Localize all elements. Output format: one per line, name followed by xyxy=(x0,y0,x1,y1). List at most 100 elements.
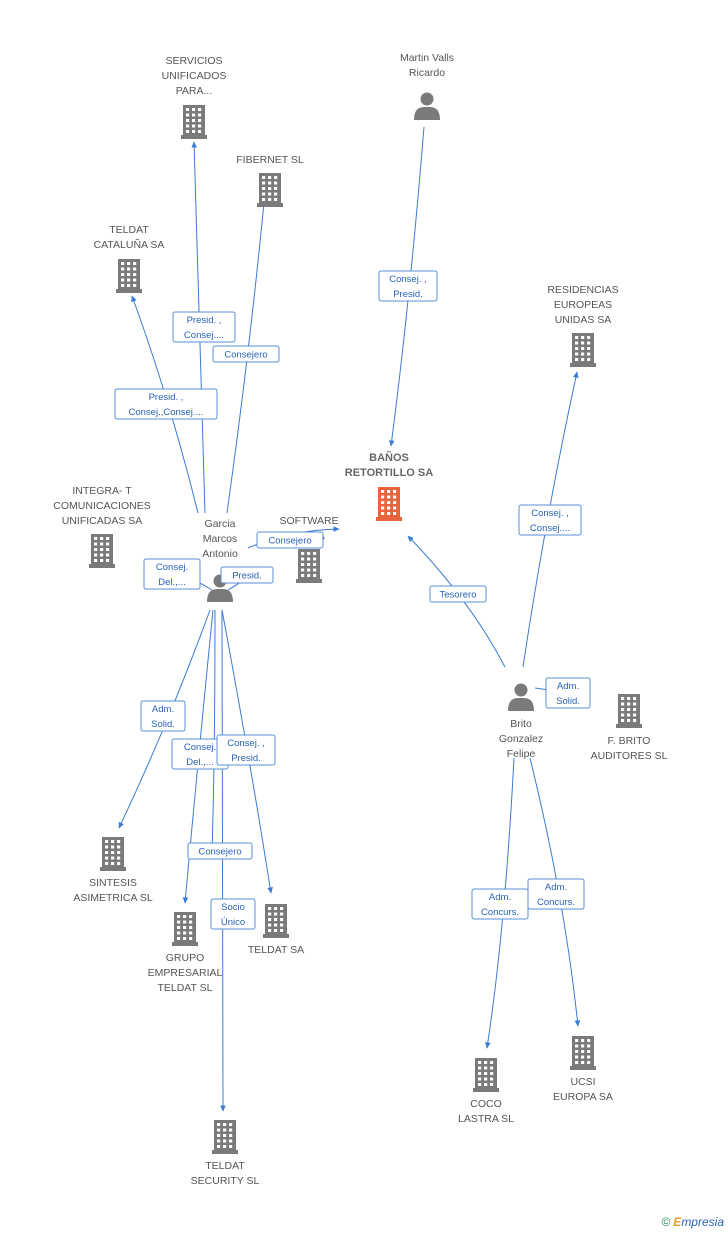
node-software[interactable]: SOFTWARECE SA xyxy=(279,515,339,583)
edge-label[interactable]: Consej.Del.,... xyxy=(143,558,201,590)
node-teldat_sa[interactable]: TELDAT SA xyxy=(248,904,304,956)
edge-label-box xyxy=(187,842,253,860)
edge-label[interactable]: Consejero xyxy=(212,345,280,363)
edge-label-box xyxy=(378,270,438,302)
edge-label[interactable]: Adm.Concurs. xyxy=(527,878,585,910)
edge-label[interactable]: Presid. xyxy=(220,566,274,584)
building-icon xyxy=(100,837,126,871)
node-coco[interactable]: COCO LASTRA SL xyxy=(458,1058,514,1125)
building-icon xyxy=(376,487,402,521)
node-banos[interactable]: BAÑOS RETORTILLO SA xyxy=(345,451,433,521)
node-label: UNIFICADOS xyxy=(162,70,227,82)
node-ucsi[interactable]: UCSI EUROPA SA xyxy=(553,1036,613,1103)
edge-label-text: Solid. xyxy=(151,719,175,730)
node-servicios[interactable]: SERVICIOS UNIFICADOS PARA... xyxy=(162,55,227,139)
edge-label[interactable]: Consejero xyxy=(187,842,253,860)
edge-label-box xyxy=(518,504,582,536)
building-icon xyxy=(212,1120,238,1154)
edge-label-box xyxy=(172,311,236,343)
node-label: GRUPO xyxy=(166,952,205,964)
person-icon xyxy=(414,92,440,120)
edge-label-text: Tesorero xyxy=(440,590,477,601)
node-label: RESIDENCIAS xyxy=(547,284,618,296)
edge-label[interactable]: Consej. ,Consej.... xyxy=(518,504,582,536)
edge-line-garcia-grupo xyxy=(209,609,216,851)
edge-label[interactable]: Adm. Solid. xyxy=(545,677,591,709)
node-label: Antonio xyxy=(202,548,238,560)
node-label: RETORTILLO SA xyxy=(345,467,433,479)
edge-label[interactable]: Presid. ,Consej.... xyxy=(172,311,236,343)
edge-label[interactable]: Adm.Concurs. xyxy=(471,888,529,920)
node-label: EUROPEAS xyxy=(554,299,612,311)
building-icon xyxy=(263,904,289,938)
node-label: Garcia xyxy=(205,518,236,530)
node-label: SINTESIS xyxy=(89,877,137,889)
edge-label-text: Consejero xyxy=(268,536,311,547)
node-fbrito[interactable]: F. BRITO AUDITORES SL xyxy=(591,694,668,762)
node-label: TELDAT SA xyxy=(248,944,304,956)
node-label: LASTRA SL xyxy=(458,1113,514,1125)
node-label: SECURITY SL xyxy=(191,1175,260,1187)
node-label: COMUNICACIONES xyxy=(53,500,150,512)
brand-logo-text: mpresia xyxy=(681,1215,724,1229)
person-icon xyxy=(508,683,534,711)
node-label: SERVICIOS xyxy=(166,55,223,67)
edge-line-garcia-teldat_sec xyxy=(220,609,226,1112)
copyright-icon: © xyxy=(661,1215,671,1229)
building-icon xyxy=(473,1058,499,1092)
edge-label-text: Consejero xyxy=(198,847,241,858)
node-label: BAÑOS xyxy=(369,451,409,464)
edge-label[interactable]: Adm. Solid. xyxy=(140,700,186,732)
node-label: F. BRITO xyxy=(608,735,651,747)
node-fibernet[interactable]: FIBERNET SL xyxy=(236,154,304,207)
edge-label[interactable]: Presid. , Consej.,Consej.... xyxy=(114,388,218,420)
edge-label-text: Concurs. xyxy=(481,907,519,918)
edge-label-text: Adm. xyxy=(557,681,579,692)
node-label: Martin Valls xyxy=(400,52,454,64)
node-label: UCSI xyxy=(570,1076,595,1088)
edge-label-text: Consej. , xyxy=(531,508,569,519)
edge-label-box xyxy=(212,345,280,363)
edge-label-box xyxy=(210,898,256,930)
building-icon xyxy=(570,333,596,367)
edge-label-text: Consejero xyxy=(224,350,267,361)
brand-logo-initial: E xyxy=(673,1215,682,1229)
node-grupo[interactable]: GRUPO EMPRESARIAL TELDAT SL xyxy=(148,912,223,994)
edge-label[interactable]: Consejero xyxy=(256,531,324,549)
node-label: PARA... xyxy=(176,85,213,97)
edge-label-box xyxy=(256,531,324,549)
nodes-layer: SERVICIOS UNIFICADOS PARA... FIBERNET SL TEL… xyxy=(53,52,667,1187)
edge-label-text: Adm. xyxy=(152,704,174,715)
brand-footer[interactable]: ©Empresia xyxy=(661,1215,724,1229)
building-icon xyxy=(296,549,322,583)
edge-label-box xyxy=(114,388,218,420)
edge-label-text: Consej.... xyxy=(184,330,224,341)
node-label: COCO xyxy=(470,1098,502,1110)
node-label: EMPRESARIAL xyxy=(148,967,223,979)
edge-label[interactable]: Tesorero xyxy=(429,585,487,603)
building-icon xyxy=(570,1036,596,1070)
edge-label[interactable]: Consej. ,Presid. xyxy=(378,270,438,302)
building-icon xyxy=(89,534,115,568)
node-label: AUDITORES SL xyxy=(591,750,668,762)
edge-label-text: Presid. , xyxy=(149,392,184,403)
node-label: TELDAT SL xyxy=(157,982,212,994)
edge-label-text: Solid. xyxy=(556,696,580,707)
node-label: Marcos xyxy=(203,533,237,545)
node-label: EUROPA SA xyxy=(553,1091,613,1103)
edge-label[interactable]: Consej. ,Presid. xyxy=(216,734,276,766)
building-icon xyxy=(116,259,142,293)
node-label: SOFTWARE xyxy=(279,515,338,527)
edge-label-text: Consej.,Consej.... xyxy=(129,407,204,418)
